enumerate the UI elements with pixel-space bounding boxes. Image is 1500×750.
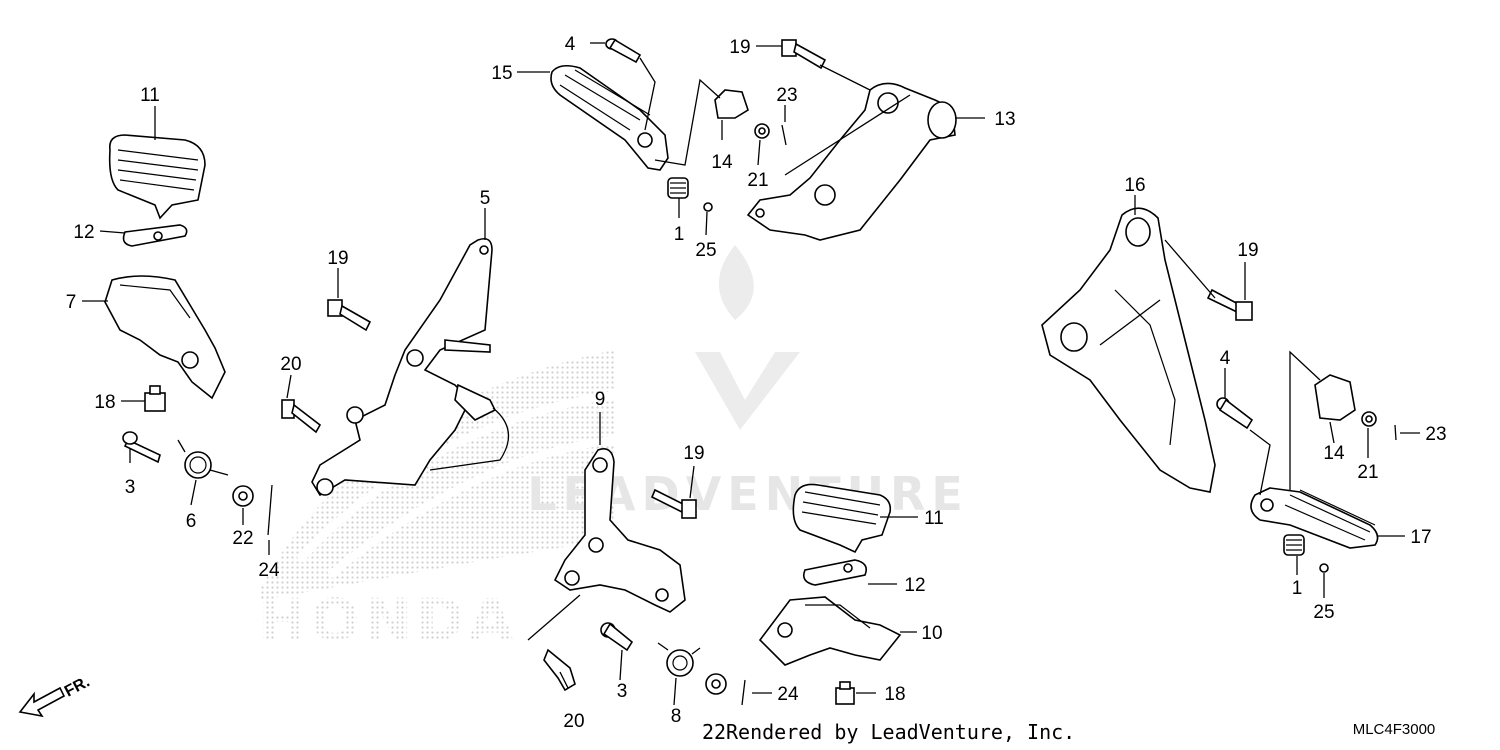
footer-credit: Rendered by LeadVenture, Inc. [726, 720, 1075, 744]
callout-23-top: 23 [776, 85, 797, 106]
cotter-pin-23-top [781, 124, 787, 146]
callout-24-lower: 24 [777, 684, 799, 705]
callout-19-left: 19 [327, 248, 348, 269]
ball-25-right [1319, 563, 1329, 573]
callout-7: 7 [66, 292, 77, 313]
bolt-20-lower [543, 648, 576, 692]
callout-21-right: 21 [1357, 462, 1378, 483]
callout-22-left: 22 [232, 528, 253, 549]
diagram-part-code: MLC4F3000 [1353, 721, 1436, 738]
pin-4-right [1216, 397, 1254, 430]
rear-bracket-16 [1041, 207, 1216, 493]
callout-22-lower: 22 [702, 720, 726, 744]
callout-1-right: 1 [1292, 578, 1303, 599]
pin-3-left [122, 431, 161, 464]
bolt-18-left [144, 385, 166, 412]
washer-22-lower [705, 673, 727, 695]
leader-lines [82, 42, 1420, 706]
callout-14-right: 14 [1323, 443, 1345, 464]
bolt-19-left [327, 299, 372, 332]
cotter-pin-23-right [1394, 424, 1397, 441]
bolt-20-left [281, 399, 322, 434]
footpeg-17 [1250, 487, 1379, 549]
plate-14-right [1314, 374, 1356, 421]
callout-23-right: 23 [1425, 424, 1446, 445]
callout-12-left: 12 [73, 222, 94, 243]
washer-21-right [1361, 411, 1377, 427]
bolt-18-lower [835, 681, 855, 705]
callout-25-top: 25 [695, 240, 716, 261]
plate-14-top [714, 89, 749, 119]
callout-1-top: 1 [674, 224, 685, 245]
callout-15: 15 [491, 63, 512, 84]
callout-3-lower: 3 [617, 681, 628, 702]
callout-24-left: 24 [258, 560, 280, 581]
front-marker-text: FR. [62, 673, 93, 700]
footpeg-bracket-10 [758, 596, 902, 666]
callout-19-center: 19 [683, 443, 704, 464]
bracket-9 [553, 448, 686, 613]
callout-3-left: 3 [125, 477, 136, 498]
ball-25-top [703, 202, 713, 212]
spring-8 [657, 642, 701, 677]
footpeg-rubber-center [792, 483, 892, 554]
washer-21-top [754, 123, 770, 139]
callout-11-left: 11 [140, 85, 160, 106]
honda-logo-text: HONDA [258, 586, 517, 654]
callout-17: 17 [1410, 527, 1431, 548]
callout-19-right: 19 [1237, 240, 1258, 261]
callout-20-lower: 20 [563, 711, 584, 732]
cotter-pin-24-left [267, 484, 273, 536]
spring-1-top [667, 177, 689, 199]
spring-1-right [1283, 534, 1305, 556]
callout-12-center: 12 [904, 575, 925, 596]
rear-bracket-13 [746, 82, 957, 241]
callout-11-center: 11 [924, 508, 944, 529]
callout-labels: 11 12 7 18 3 6 22 24 5 19 20 4 15 14 21 … [66, 34, 1447, 732]
main-bracket-5 [311, 237, 510, 497]
callout-18-left: 18 [94, 392, 115, 413]
callout-4-top: 4 [565, 34, 576, 55]
spring-6-left [177, 439, 229, 479]
callout-20-left: 20 [280, 354, 301, 375]
callout-6: 6 [186, 511, 197, 532]
callout-21-top: 21 [747, 170, 768, 191]
footpeg-bracket-left [104, 275, 226, 400]
callout-16: 16 [1124, 175, 1145, 196]
callout-10: 10 [921, 623, 942, 644]
callout-19-top: 19 [729, 37, 750, 58]
callout-18-lower: 18 [884, 684, 905, 705]
front-direction-marker: FR. [18, 673, 93, 718]
pin-4-top [605, 38, 642, 64]
bolt-19-center [650, 488, 697, 519]
callout-25-right: 25 [1313, 602, 1334, 623]
washer-22-left [232, 485, 254, 507]
callout-14-top: 14 [711, 152, 733, 173]
footpeg-rubber-left [108, 134, 206, 220]
bolt-19-right [1206, 288, 1253, 321]
callout-8: 8 [671, 706, 682, 727]
callout-9: 9 [595, 389, 606, 410]
footpeg-15 [550, 64, 669, 171]
callout-4-right: 4 [1220, 348, 1231, 369]
pin-3-lower [600, 622, 634, 652]
callout-5: 5 [480, 188, 491, 209]
honda-wing-logo: HONDA [258, 350, 616, 654]
plate-center [802, 559, 868, 586]
bolt-19-top [781, 39, 827, 70]
callout-13: 13 [994, 109, 1015, 130]
cotter-pin-24-lower [741, 679, 746, 706]
